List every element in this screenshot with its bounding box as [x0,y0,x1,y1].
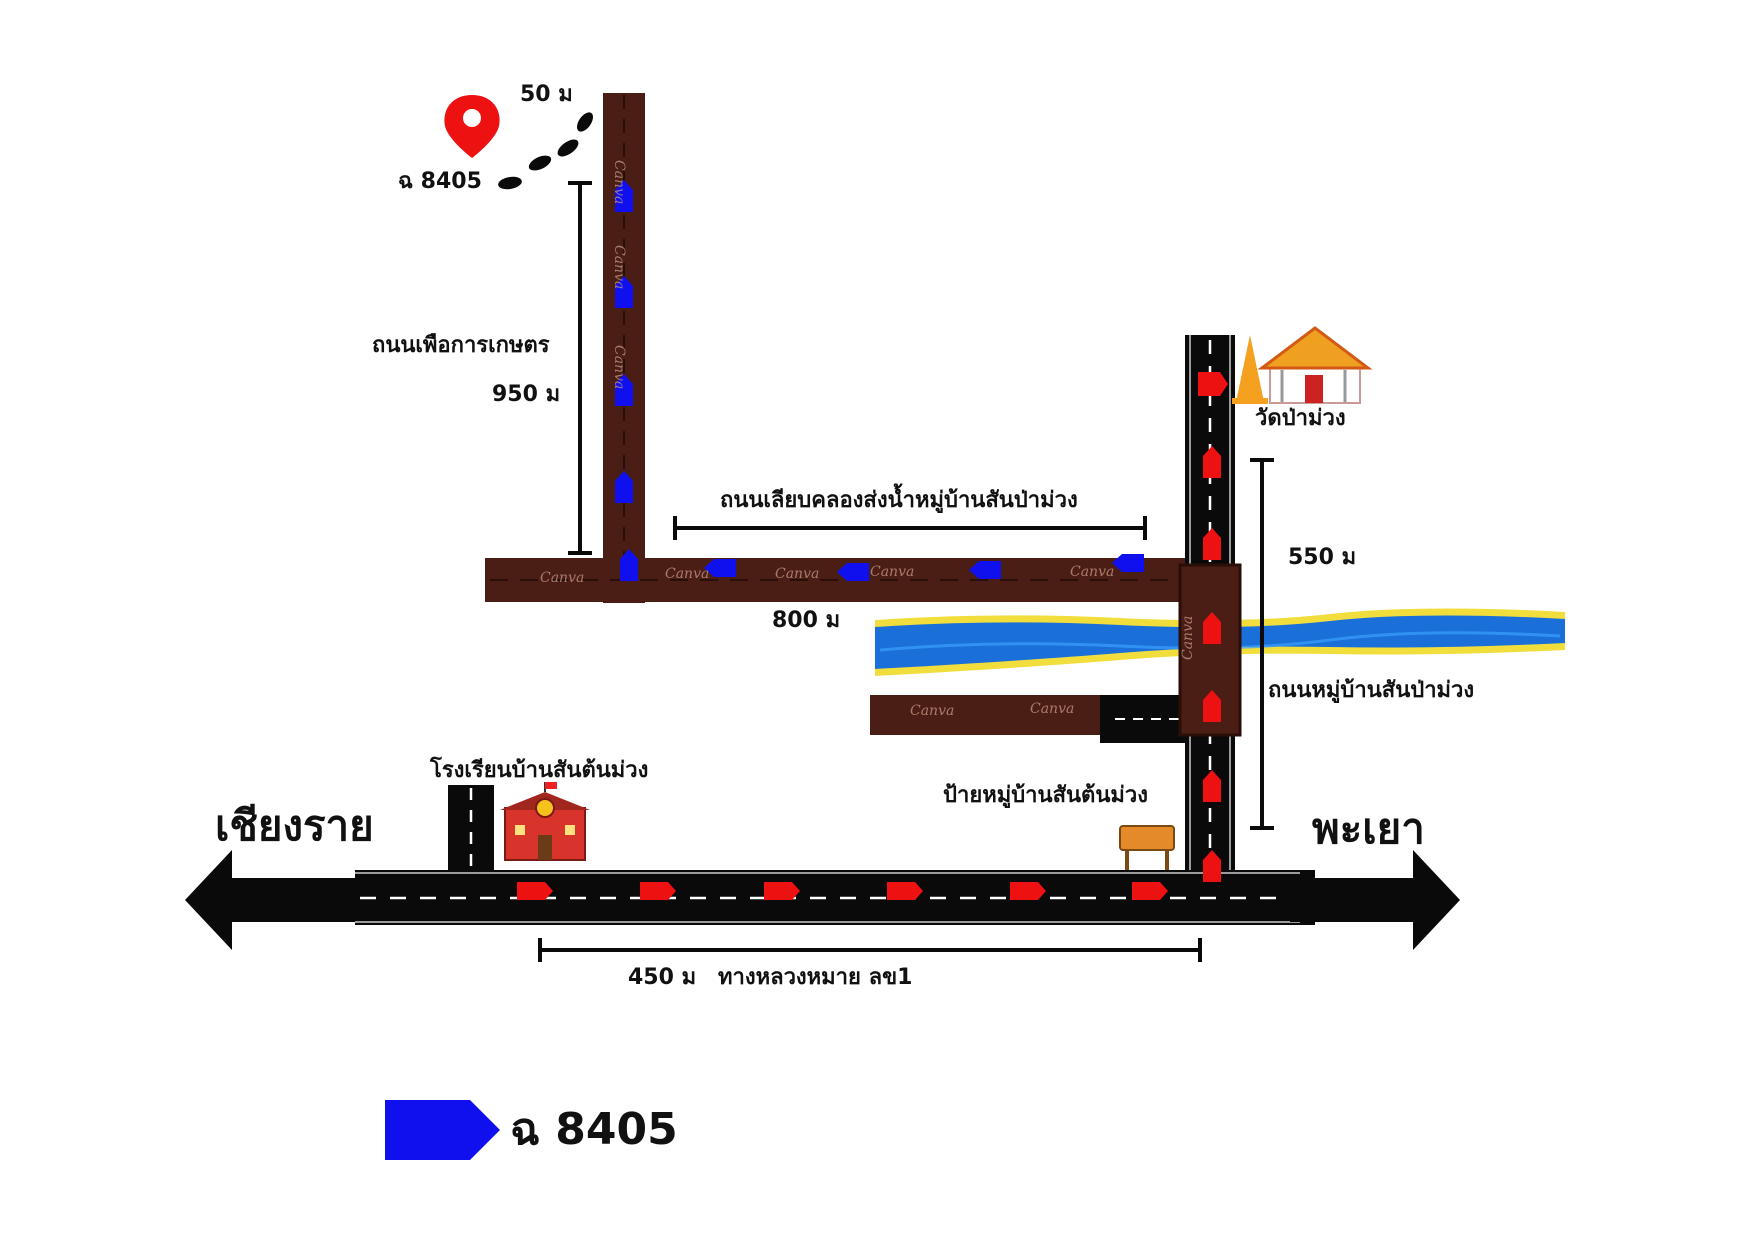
road-watermark: Canva [870,564,914,580]
arrow-west [185,850,355,950]
road-watermark: Canva [611,245,627,289]
road-watermark: Canva [775,566,819,582]
dimension-village-road [1250,458,1274,830]
school-icon [500,782,590,861]
temple-icon [1232,326,1373,404]
legend-label: ฉ 8405 [510,1104,678,1155]
dimension-farm-road [568,181,592,555]
village-road-distance: 550 ม [1288,545,1357,570]
dimension-canal-road [673,516,1147,540]
route-red-arrows [517,372,1228,900]
canal-road-name: ถนนเลียบคลองส่งน้ำหมู่บ้านสันป่าม่วง [720,488,1078,513]
road-watermark: Canva [611,345,627,389]
road-watermark: Canva [665,566,709,582]
city-east-label: พะเยา [1312,804,1425,853]
farm-road-name: ถนนเพือการเกษตร [372,333,550,358]
road-watermark: Canva [1030,701,1074,717]
legend-blue-arrow-icon [385,1100,500,1160]
highway-distance: 450 ม [628,965,697,990]
route-blue-arrows [615,180,1144,581]
farm-road [603,93,645,603]
start-marker-label: ฉ 8405 [398,169,482,194]
canal-road-distance: 800 ม [772,608,841,633]
city-west-label: เชียงราย [215,801,374,850]
farm-road-distance: 950 ม [492,382,561,407]
school-label: โรงเรียนบ้านสันต้นม่วง [430,758,649,783]
temple-label: วัดป่าม่วง [1255,406,1346,431]
highway-name: ทางหลวงหมาย ลข1 [718,965,913,990]
village-sign-icon [1119,825,1175,870]
arrow-east [1290,850,1460,950]
school-road [448,785,494,880]
spur-road [870,695,1185,743]
walk-distance-label: 50 ม [520,82,573,107]
road-watermark: Canva [611,160,627,204]
road-watermark: Canva [910,703,954,719]
road-watermark: Canva [1180,616,1196,660]
highway [185,850,1460,950]
footprints-icon [498,112,593,190]
village-road-name: ถนนหมู่บ้านสันป่าม่วง [1268,678,1475,703]
village-sign-label: ป้ายหมู่บ้านสันต้นม่วง [943,783,1148,808]
road-watermark: Canva [540,570,584,586]
location-pin-icon [444,95,500,158]
road-watermark: Canva [1070,564,1114,580]
dimension-highway [538,938,1202,962]
canal-road [485,558,1185,602]
